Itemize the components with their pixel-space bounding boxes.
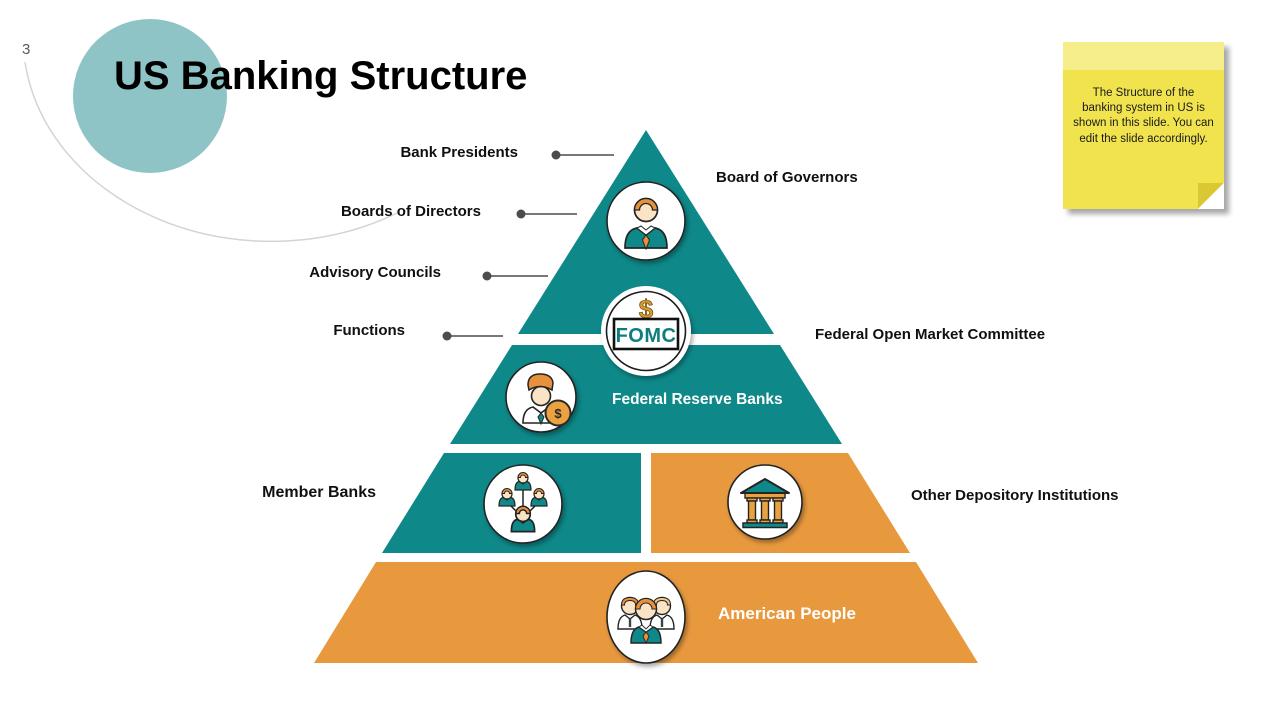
dollar-coin-icon: $ [544, 399, 572, 427]
label-other-depository-institutions: Other Depository Institutions [911, 487, 1119, 504]
coin-dollar-glyph: $ [554, 406, 562, 421]
label-board-of-governors: Board of Governors [716, 169, 858, 186]
connector-functions [442, 331, 503, 341]
label-boards-of-directors: Boards of Directors [340, 203, 481, 220]
connector-boards-of-directors [516, 209, 577, 219]
bank-building-icon [727, 464, 803, 540]
connector-advisory-councils [482, 271, 548, 281]
governor-person-icon [606, 181, 686, 261]
slide-title: US Banking Structure [114, 54, 528, 98]
page-number: 3 [22, 41, 31, 58]
title-accent-circle [73, 19, 227, 173]
sticky-note-topband [1063, 42, 1224, 70]
crowd-icon [606, 570, 686, 664]
label-federal-reserve-banks: Federal Reserve Banks [612, 391, 783, 408]
sticky-note-text: The Structure of the banking system in U… [1073, 87, 1214, 145]
sticky-note: The Structure of the banking system in U… [1063, 42, 1224, 209]
label-bank-presidents: Bank Presidents [400, 144, 518, 161]
label-advisory-councils: Advisory Councils [309, 264, 441, 281]
label-member-banks: Member Banks [262, 484, 376, 501]
org-chart-icon [483, 464, 563, 544]
fomc-icon: $ FOMC [601, 286, 691, 376]
connector-bank-presidents [551, 150, 614, 160]
sticky-note-fold-corner [1198, 183, 1224, 209]
label-federal-open-market-committee: Federal Open Market Committee [815, 326, 1046, 343]
fomc-badge-text: FOMC [616, 325, 677, 347]
label-functions: Functions [333, 322, 405, 339]
fomc-dollar-glyph: $ [639, 294, 654, 324]
officer-coin-icon: $ [505, 361, 577, 433]
label-american-people: American People [718, 604, 856, 623]
